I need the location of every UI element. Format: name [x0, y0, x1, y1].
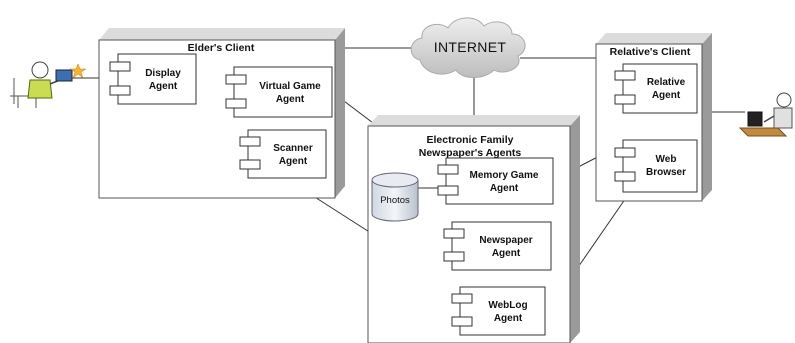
newspaper-label-2: Agent — [492, 248, 521, 259]
elder-node-side — [335, 28, 345, 198]
relative-node-top — [596, 33, 712, 44]
scanner-label-2: Agent — [279, 156, 308, 167]
component-weblog-agent: WebLog Agent — [451, 286, 546, 336]
photos-database: Photos — [371, 172, 438, 222]
weblog-label-1: WebLog — [488, 300, 527, 311]
tablet — [55, 69, 73, 82]
component-box — [459, 286, 546, 336]
component-port — [614, 147, 636, 158]
component-port — [443, 228, 465, 239]
display-agent-label-2: Agent — [149, 81, 178, 92]
component-box — [233, 66, 333, 118]
component-port — [614, 94, 636, 105]
family-node-side — [570, 115, 580, 343]
database-body — [371, 180, 419, 222]
relative-arm — [763, 115, 775, 123]
component-port — [443, 251, 465, 262]
database-top — [371, 172, 419, 188]
relative-head — [776, 92, 792, 108]
memory-game-label-2: Agent — [490, 183, 519, 194]
weblog-label-2: Agent — [494, 313, 523, 324]
component-relative-agent: Relative Agent — [614, 63, 698, 114]
component-virtual-game-agent: Virtual Game Agent — [225, 66, 333, 118]
component-port — [225, 98, 247, 109]
internet-label: INTERNET — [434, 39, 507, 55]
component-port — [225, 74, 247, 85]
family-node-top — [368, 115, 580, 126]
component-port — [437, 185, 459, 196]
elder-body — [27, 79, 53, 99]
component-port — [437, 164, 459, 175]
component-box — [117, 53, 197, 105]
sparkle-star — [69, 63, 87, 79]
cloud-shape — [410, 17, 526, 78]
elder-head — [31, 61, 49, 79]
newspaper-label-1: Newspaper — [479, 235, 532, 246]
component-port — [451, 316, 473, 327]
component-box — [445, 157, 554, 205]
scanner-label-1: Scanner — [273, 143, 313, 154]
elder-node-top — [99, 28, 345, 40]
virtual-game-label-2: Agent — [276, 94, 305, 105]
component-display-agent: Display Agent — [109, 53, 197, 105]
component-port — [109, 85, 131, 96]
web-browser-label-1: Web — [656, 154, 677, 165]
component-port — [109, 61, 131, 72]
internet-cloud: INTERNET — [410, 17, 526, 78]
component-scanner-agent: Scanner Agent — [239, 129, 327, 179]
component-port — [614, 171, 636, 182]
family-node-title-line1: Electronic Family — [427, 134, 514, 146]
relative-agent-label-1: Relative — [647, 77, 686, 88]
relative-body — [773, 107, 793, 129]
component-port — [239, 136, 261, 147]
component-box — [451, 221, 552, 271]
person-at-computer-icon — [738, 92, 793, 137]
relative-node-side — [702, 33, 712, 201]
relative-node-title: Relative's Client — [610, 46, 691, 58]
component-box — [247, 129, 327, 179]
photos-label: Photos — [380, 195, 410, 206]
component-port — [451, 293, 473, 304]
elderly-person-with-tablet-icon — [10, 61, 87, 108]
monitor — [747, 111, 763, 127]
elder-node-title: Elder's Client — [188, 42, 255, 54]
component-newspaper-agent: Newspaper Agent — [443, 221, 552, 271]
component-web-browser: Web Browser — [614, 139, 698, 193]
desk — [738, 127, 788, 137]
display-agent-label-1: Display — [145, 68, 181, 79]
family-node-title-line2: Newspaper's Agents — [419, 147, 522, 159]
virtual-game-label-1: Virtual Game — [259, 81, 321, 92]
relative-agent-label-2: Agent — [652, 90, 681, 101]
web-browser-label-2: Browser — [646, 167, 686, 178]
component-port — [614, 70, 636, 81]
component-port — [239, 159, 261, 170]
component-memory-game-agent: Memory Game Agent — [437, 157, 554, 205]
memory-game-label-1: Memory Game — [470, 170, 539, 181]
